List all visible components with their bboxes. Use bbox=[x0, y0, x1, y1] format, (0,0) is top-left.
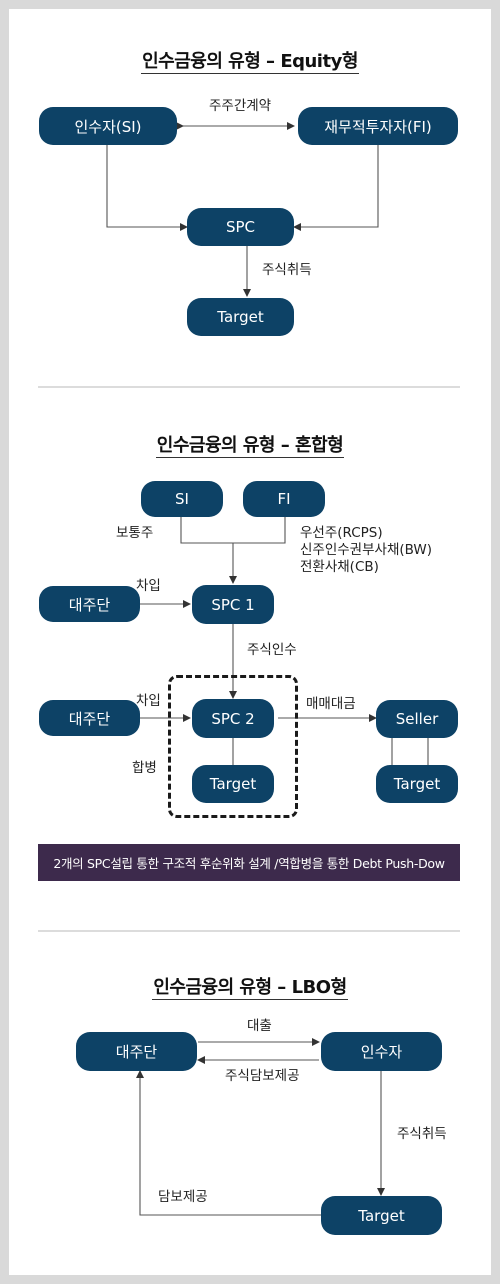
lender-node: 대주단 bbox=[76, 1032, 197, 1071]
hybrid-title: 인수금융의 유형 – 혼합형 bbox=[155, 435, 345, 458]
target-node: Target bbox=[376, 765, 458, 803]
preferred-stock-label: 우선주(RCPS) bbox=[300, 525, 383, 541]
summary-banner: 2개의 SPC설립 통한 구조적 후순위화 설계 /역합병을 통한 Debt P… bbox=[38, 844, 460, 881]
fi-to-spc-line bbox=[293, 145, 379, 231]
spc1-node: SPC 1 bbox=[192, 585, 274, 624]
subscribe-label: 주식인수 bbox=[247, 642, 297, 658]
collateral-label: 담보제공 bbox=[158, 1189, 208, 1205]
si-node: SI bbox=[141, 481, 223, 517]
target-node: Target bbox=[192, 765, 274, 803]
acquire-label: 주식취득 bbox=[397, 1126, 447, 1142]
target-node: Target bbox=[321, 1196, 442, 1235]
merger-boundary bbox=[168, 675, 298, 818]
collateral-line bbox=[136, 1070, 321, 1216]
acquirer-node: 인수자 bbox=[321, 1032, 442, 1071]
bond-with-warrant-label: 신주인수권부사채(BW) bbox=[300, 542, 433, 558]
section-divider bbox=[38, 386, 460, 388]
spc2-node: SPC 2 bbox=[192, 699, 274, 738]
loan-label: 대출 bbox=[247, 1018, 272, 1034]
agreement-label: 주주간계약 bbox=[209, 98, 272, 114]
fi-node: 재무적투자자(FI) bbox=[298, 107, 458, 145]
seller-node: Seller bbox=[376, 700, 458, 738]
si-fi-merge-line bbox=[180, 517, 286, 544]
lender-node: 대주단 bbox=[39, 700, 140, 736]
acquire-label: 주식취득 bbox=[262, 262, 312, 278]
target-node: Target bbox=[187, 298, 294, 336]
convertible-bond-label: 전환사채(CB) bbox=[300, 559, 379, 575]
section-divider bbox=[38, 930, 460, 932]
spc-node: SPC bbox=[187, 208, 294, 246]
equity-title: 인수금융의 유형 – Equity형 bbox=[141, 51, 359, 74]
borrow-label: 차입 bbox=[136, 578, 161, 594]
fi-node: FI bbox=[243, 481, 325, 517]
si-to-spc-line bbox=[106, 145, 188, 231]
lbo-title: 인수금융의 유형 – LBO형 bbox=[152, 977, 348, 1000]
lender-node: 대주단 bbox=[39, 586, 140, 622]
pledge-shares-label: 주식담보제공 bbox=[225, 1068, 300, 1084]
borrow-label: 차입 bbox=[136, 693, 161, 709]
si-node: 인수자(SI) bbox=[39, 107, 177, 145]
common-stock-label: 보통주 bbox=[116, 525, 154, 541]
purchase-price-label: 매매대금 bbox=[306, 696, 356, 712]
merger-label: 합병 bbox=[132, 760, 157, 776]
